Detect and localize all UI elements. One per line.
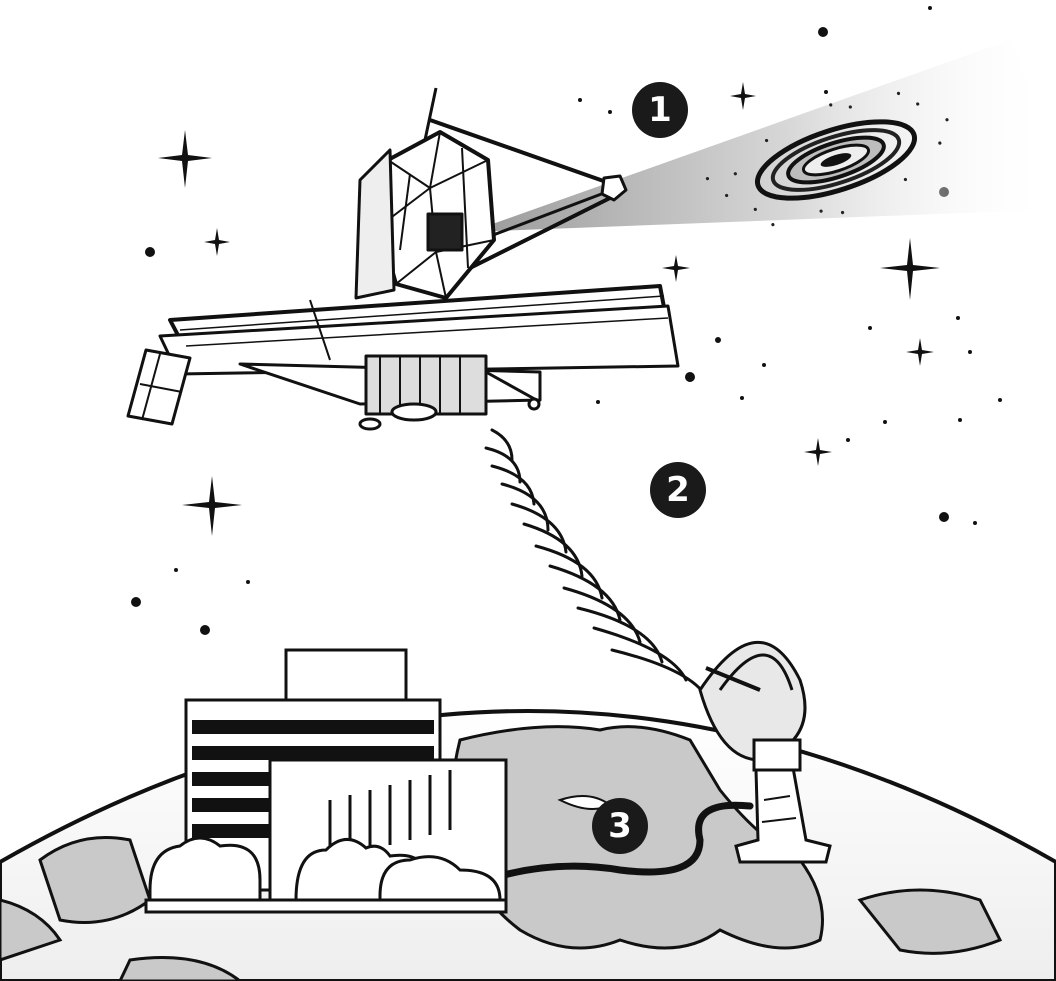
light-beam: [470, 40, 1056, 232]
step-badge-1: 1: [632, 82, 688, 138]
step-badge-3: 3: [592, 798, 648, 854]
step-number-3: 3: [608, 806, 632, 846]
step-number-2: 2: [666, 470, 690, 510]
building-icon: [146, 650, 506, 912]
earth-icon: [0, 711, 1056, 981]
telescope-icon: [128, 88, 678, 429]
step-badge-2: 2: [650, 462, 706, 518]
step-number-1: 1: [648, 90, 672, 130]
